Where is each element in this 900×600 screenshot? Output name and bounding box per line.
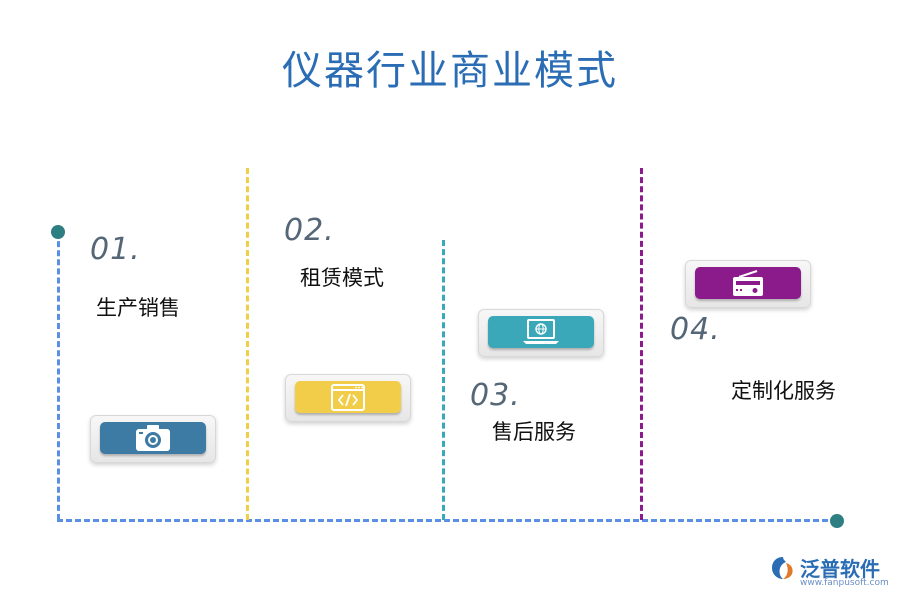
timeline-baseline: [57, 519, 837, 522]
step-label-2: 租赁模式: [300, 266, 384, 290]
step-card-1: [90, 415, 216, 463]
step-card-2: [285, 374, 411, 422]
step-card-3: [478, 309, 604, 357]
brand-logo-icon: [772, 556, 793, 579]
divider-line-3: [442, 240, 445, 520]
page-title: 仪器行业商业模式: [282, 48, 618, 94]
step-label-1: 生产销售: [96, 296, 180, 320]
brand-name: 泛普软件: [800, 557, 880, 581]
laptop-globe-icon: [523, 319, 559, 344]
divider-line-4: [640, 168, 643, 520]
brand-url: www.fanpusoft.com: [800, 578, 889, 588]
timeline-start-line: [57, 232, 60, 520]
camera-icon: [136, 425, 170, 451]
code-window-icon: [331, 384, 365, 411]
step-card-4: [685, 260, 811, 308]
step-number-1: 01.: [90, 232, 141, 267]
radio-icon: [733, 270, 763, 296]
step-number-3: 03.: [470, 378, 521, 413]
brand-logo: 泛普软件: [770, 553, 880, 582]
step-label-3: 售后服务: [492, 420, 576, 444]
divider-line-2: [246, 168, 249, 520]
timeline-start-dot: [51, 225, 65, 239]
step-number-2: 02.: [284, 213, 335, 248]
step-number-4: 04.: [670, 312, 721, 347]
timeline-end-dot: [830, 514, 844, 528]
step-label-4: 定制化服务: [731, 379, 836, 403]
